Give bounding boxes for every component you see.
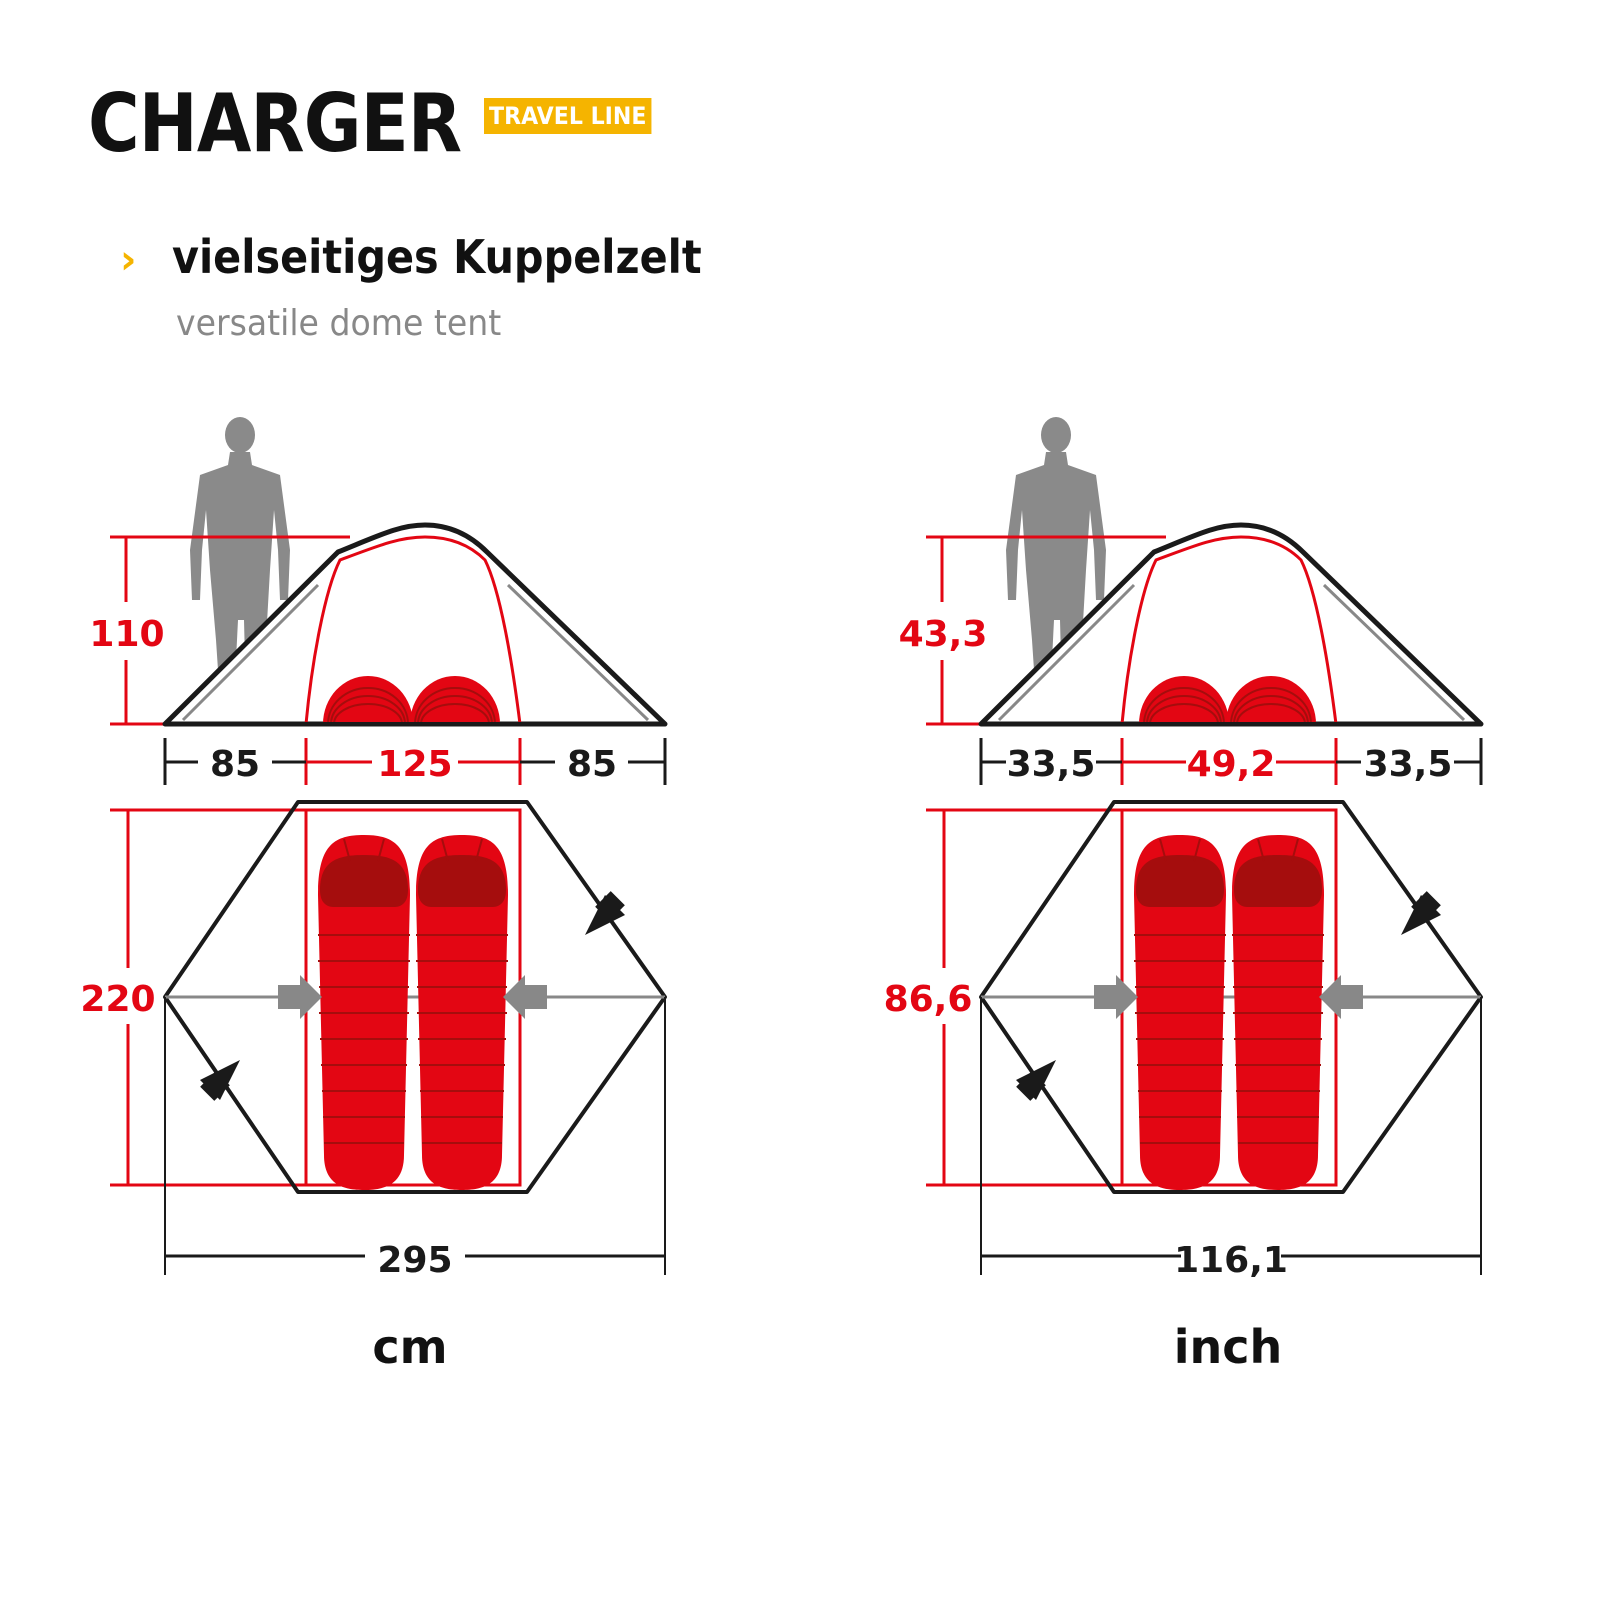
inner-width-label-inch: 49,2 <box>1187 744 1276 785</box>
tagline-german: vielseitiges Kuppelzelt <box>172 230 702 284</box>
unit-label-inch: inch <box>1173 1320 1283 1374</box>
vestibule-left-label-cm: 85 <box>210 744 260 785</box>
chevron-right-icon: › <box>120 237 137 283</box>
height-label-cm: 110 <box>89 614 164 655</box>
vestibule-right-label-cm: 85 <box>567 744 617 785</box>
height-label-inch: 43,3 <box>899 614 988 655</box>
vestibule-left-label-inch: 33,5 <box>1007 744 1096 785</box>
length-label-inch: 86,6 <box>884 979 973 1020</box>
vestibule-right-label-inch: 33,5 <box>1364 744 1453 785</box>
inner-width-label-cm: 125 <box>377 744 452 785</box>
diagram-inch <box>926 417 1484 1275</box>
diagram-cm <box>110 417 668 1275</box>
product-title: CHARGER <box>88 77 462 170</box>
total-width-label-inch: 116,1 <box>1174 1240 1288 1281</box>
length-label-cm: 220 <box>80 979 155 1020</box>
total-width-label-cm: 295 <box>377 1240 452 1281</box>
tagline-english: versatile dome tent <box>176 303 502 344</box>
unit-label-cm: cm <box>372 1320 448 1374</box>
product-line-badge: TRAVEL LINE <box>484 98 652 134</box>
